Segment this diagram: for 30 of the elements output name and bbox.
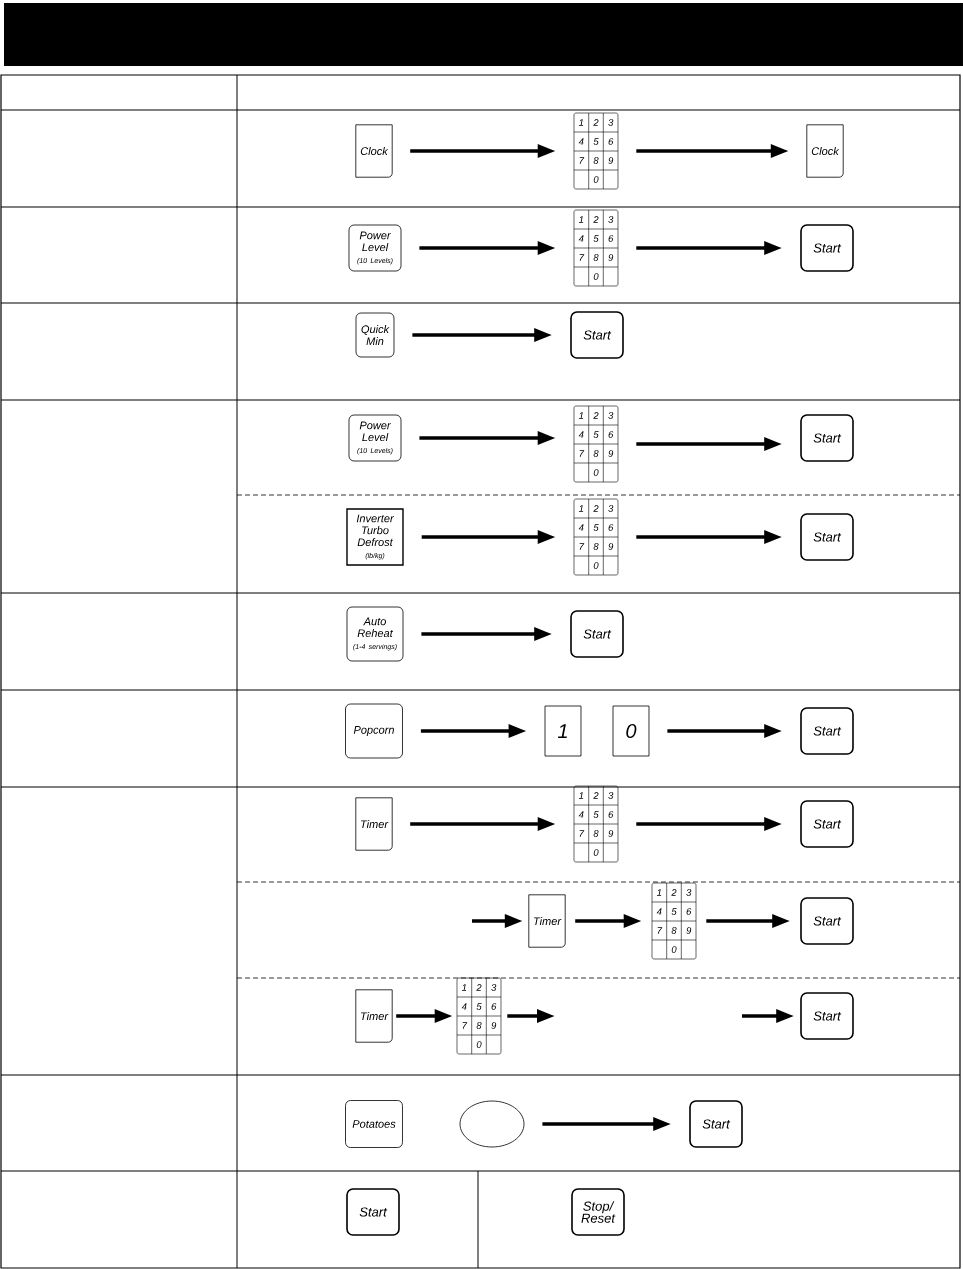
key-button: Timer [528, 894, 566, 948]
start-button: Start [800, 224, 854, 272]
start-button: Start [800, 414, 854, 462]
key-button: Clock [355, 124, 393, 178]
keypad: 1 2 3 4 5 6 7 8 9 0 [456, 977, 502, 1055]
start-button: Start [689, 1100, 743, 1148]
key-button: Timer [355, 989, 393, 1043]
keypad: 1 2 3 4 5 6 7 8 9 0 [651, 882, 697, 960]
start-button: Start [346, 1188, 400, 1236]
start-button: Start [800, 897, 854, 945]
start-button: Start [570, 311, 624, 359]
key-button: Quick Min [355, 312, 395, 358]
key-button: Popcorn [345, 703, 403, 759]
keypad: 1 2 3 4 5 6 7 8 9 0 [573, 498, 619, 576]
start-button: Start [800, 800, 854, 848]
number-key: 0 [612, 705, 650, 757]
start-button: Start [800, 707, 854, 755]
keypad: 1 2 3 4 5 6 7 8 9 0 [573, 209, 619, 287]
keypad: 1 2 3 4 5 6 7 8 9 0 [573, 112, 619, 190]
start-button: Start [800, 513, 854, 561]
oval [459, 1100, 525, 1148]
key-button: Potatoes [345, 1100, 403, 1148]
keypad: 1 2 3 4 5 6 7 8 9 0 [573, 405, 619, 483]
start-button: Start [800, 992, 854, 1040]
key-button: Clock [806, 124, 844, 178]
key-button: Timer [355, 797, 393, 851]
number-key: 1 [544, 705, 582, 757]
start-button: Stop/ Reset [571, 1188, 625, 1236]
start-button: Start [570, 610, 624, 658]
keypad: 1 2 3 4 5 6 7 8 9 0 [573, 785, 619, 863]
